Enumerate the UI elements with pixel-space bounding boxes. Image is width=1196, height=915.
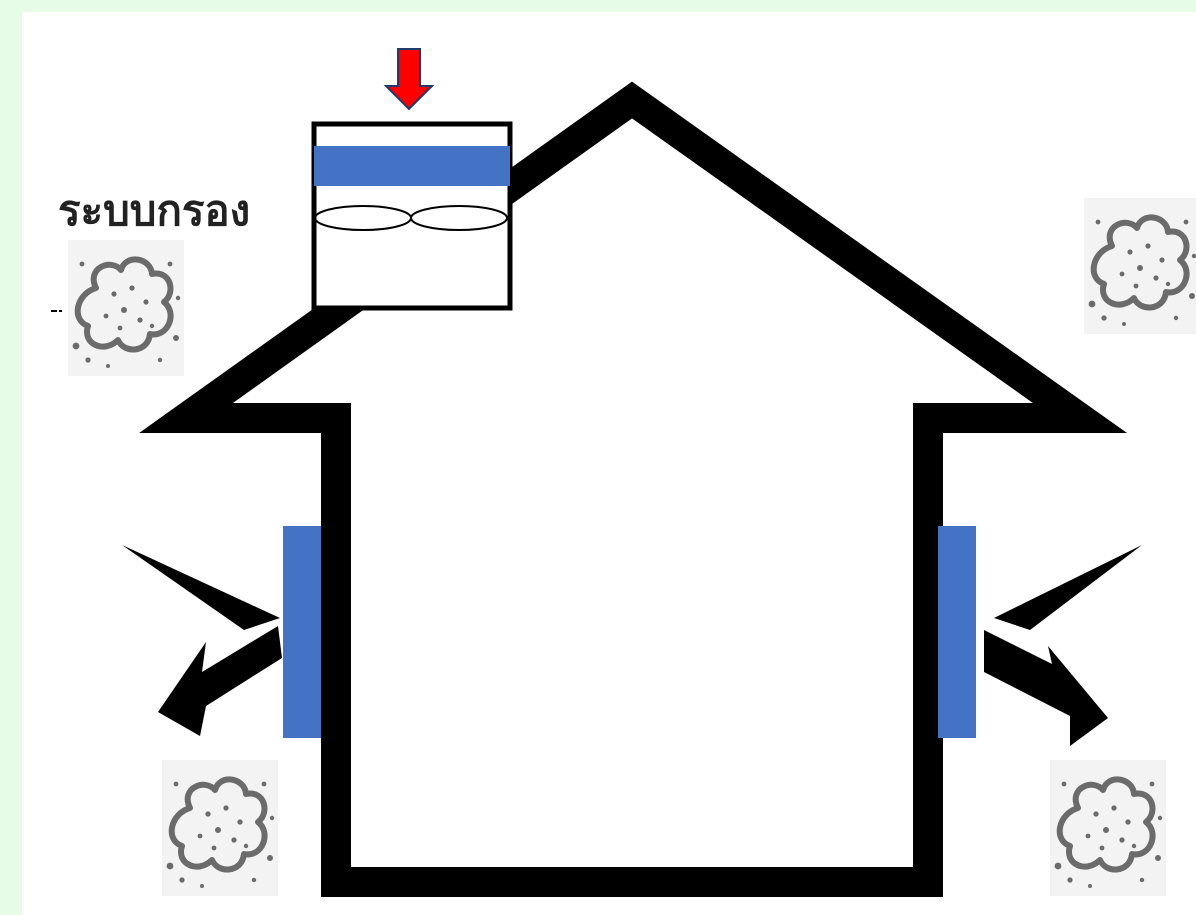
- roof-filter-panel: [314, 146, 510, 186]
- dust-cloud-icon: [1050, 760, 1166, 896]
- roof-filter-unit: [311, 121, 513, 311]
- fan-icon: [314, 205, 508, 231]
- left-wall-filter-panel: [283, 526, 321, 738]
- filter-system-label: ระบบกรอง: [58, 186, 251, 235]
- diagram-canvas: ระบบกรอง: [22, 12, 1196, 915]
- dust-cloud-icon: [68, 240, 184, 376]
- down-arrow-icon: [383, 48, 435, 111]
- dust-cloud-icon: [1084, 198, 1196, 334]
- left-exhaust-arrow-icon: [122, 545, 282, 736]
- right-exhaust-arrow-icon: [984, 545, 1142, 746]
- right-wall-filter-panel: [938, 526, 976, 738]
- dash-mark: [51, 310, 57, 312]
- dust-cloud-icon: [162, 760, 278, 896]
- ventilation-diagram: [51, 48, 1196, 915]
- dash-mark: [59, 310, 62, 312]
